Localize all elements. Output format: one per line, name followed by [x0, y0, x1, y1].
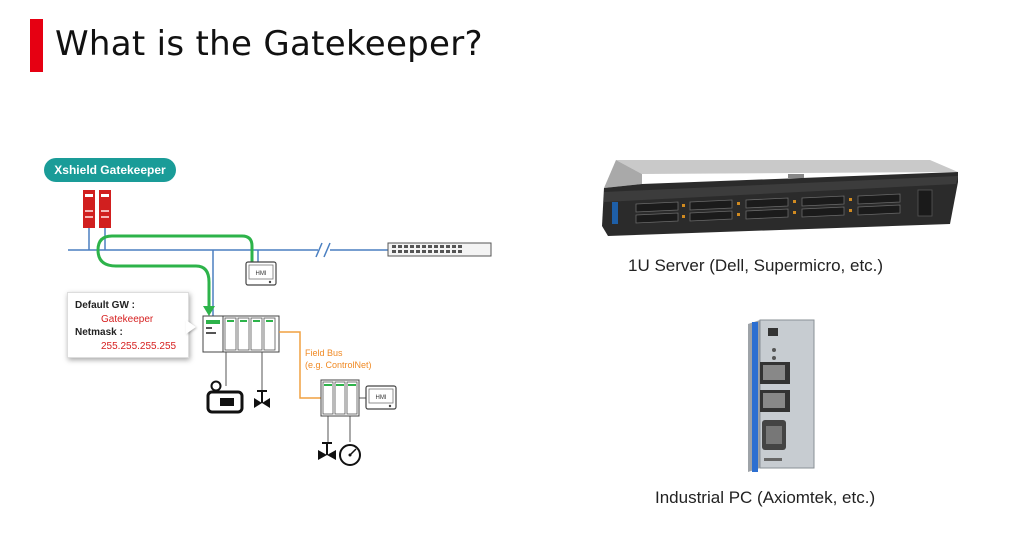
hmi-panel-icon-bottom: [365, 385, 397, 410]
valve-icon-2: [318, 442, 336, 460]
bus-break-mark: [315, 242, 323, 258]
industrial-pc-image: [748, 319, 815, 472]
valve-icon: [254, 390, 270, 408]
netmask-label: Netmask :: [75, 327, 123, 338]
gatekeeper-badge: Xshield Gatekeeper: [44, 158, 176, 182]
callout-pointer: [186, 320, 196, 334]
netmask-value: 255.255.255.255: [101, 341, 177, 352]
plc-rack-icon: [202, 315, 280, 353]
hmi-panel-icon-top: [245, 261, 277, 286]
default-gw-value: Gatekeeper: [101, 314, 154, 325]
ipc-caption: Industrial PC (Axiomtek, etc.): [655, 488, 876, 507]
network-switch-icon: [387, 242, 492, 257]
server-1u-image: [602, 160, 958, 236]
page-title: What is the Gatekeeper?: [55, 24, 483, 64]
traffic-arrow-icon: [203, 306, 215, 316]
hmi-label-bottom: HMI: [376, 395, 387, 401]
title-accent-bar: [30, 19, 43, 72]
gateway-callout: Default GW : Gatekeeper Netmask : 255.25…: [67, 292, 189, 358]
traffic-path: [96, 234, 254, 310]
pressure-gauge-icon: [339, 444, 361, 466]
default-gw-label: Default GW :: [75, 300, 135, 311]
remote-io-rack-icon: [320, 379, 360, 417]
server-caption: 1U Server (Dell, Supermicro, etc.): [628, 256, 884, 275]
gatekeeper-appliance-icon: [83, 190, 111, 228]
bus-break-mark: [323, 242, 331, 258]
field-bus-line: [287, 331, 321, 399]
hmi-label-top: HMI: [256, 271, 267, 277]
field-bus-example: (e.g. ControlNet): [305, 360, 372, 370]
field-bus-label: Field Bus: [305, 348, 343, 358]
pump-tank-icon: [206, 380, 244, 414]
